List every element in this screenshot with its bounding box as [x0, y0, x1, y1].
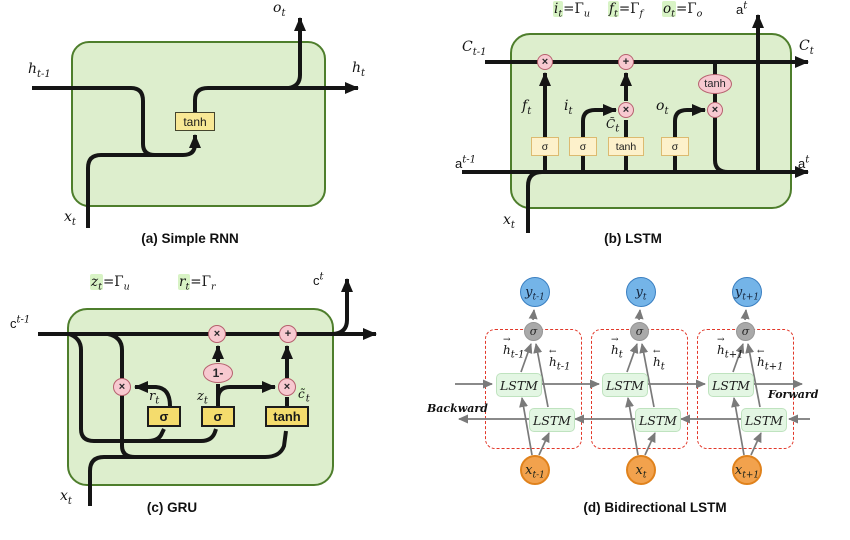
- bilstm-x-node-t+1: xt+1: [732, 455, 762, 485]
- bilstm-h-forward-label-t: →ht: [611, 335, 623, 361]
- lstm-c-tilde-label: C̃t: [606, 117, 620, 135]
- lstm-c-out-label: Ct: [799, 38, 814, 57]
- lstm-forget-sigma-gate: σ: [531, 137, 559, 156]
- bilstm-caption: (d) Bidirectional LSTM: [583, 500, 727, 515]
- gru-multiply-candidate-op: ×: [278, 378, 296, 396]
- gru-caption: (c) GRU: [146, 500, 198, 515]
- bilstm-sigma-node-t-1: σ: [524, 322, 543, 341]
- lstm-multiply-forget-op: ×: [537, 54, 553, 70]
- lstm-a-out-right-label: at: [798, 154, 810, 171]
- lstm-input-sigma-gate: σ: [569, 137, 597, 156]
- lstm-equation-i: it=Γu: [553, 1, 590, 20]
- bilstm-h-backward-label-t-1: ←ht-1: [549, 347, 571, 373]
- rnn-h-prev-label: ht-1: [28, 61, 51, 80]
- bilstm-backward-cell-t-1: LSTM: [529, 408, 575, 432]
- bilstm-forward-label: Forward: [768, 388, 819, 401]
- bilstm-h-forward-label-t-1: →ht-1: [503, 335, 525, 361]
- lstm-caption: (b) LSTM: [604, 231, 662, 246]
- lstm-f-label: ft: [522, 98, 532, 117]
- lstm-multiply-input-op: ×: [618, 102, 634, 118]
- bilstm-forward-cell-t+1: LSTM: [708, 373, 754, 397]
- gru-c-out-label: ct: [313, 271, 324, 288]
- gru-add-op: +: [279, 325, 297, 343]
- lstm-add-op: +: [618, 54, 634, 70]
- lstm-tanh-gate: tanh: [608, 137, 644, 156]
- gru-multiply-reset-op: ×: [113, 378, 131, 396]
- lstm-equation-f: ft=Γf: [608, 1, 644, 20]
- gru-reset-sigma-gate: σ: [147, 406, 181, 427]
- bilstm-x-node-t-1: xt-1: [520, 455, 550, 485]
- gru-x-input-label: xt: [60, 488, 72, 507]
- lstm-equation-o: ot=Γo: [662, 1, 703, 20]
- gru-c-prev-label: ct-1: [10, 314, 31, 331]
- gru-z-label: zt: [197, 389, 208, 407]
- lstm-i-label: it: [564, 98, 573, 117]
- bilstm-forward-cell-t-1: LSTM: [496, 373, 542, 397]
- lstm-a-prev-label: at-1: [455, 154, 476, 171]
- bilstm-h-forward-label-t+1: →ht+1: [717, 335, 744, 361]
- gru-update-sigma-gate: σ: [201, 406, 235, 427]
- lstm-tanh-ellipse: tanh: [698, 74, 732, 94]
- lstm-output-sigma-gate: σ: [661, 137, 689, 156]
- rnn-o-output-label: ot: [273, 0, 286, 19]
- bilstm-y-node-t-1: yt-1: [520, 277, 550, 307]
- rnn-tanh-label: tanh: [183, 114, 207, 129]
- bilstm-h-backward-label-t: ←ht: [653, 347, 665, 373]
- rnn-tanh-gate: tanh: [175, 112, 215, 131]
- bilstm-backward-label: Backward: [427, 402, 488, 415]
- lstm-x-input-label: xt: [503, 212, 515, 231]
- bilstm-backward-cell-t+1: LSTM: [741, 408, 787, 432]
- bilstm-y-node-t+1: yt+1: [732, 277, 762, 307]
- rnn-x-input-label: xt: [64, 209, 76, 228]
- lstm-a-out-top-label: at: [736, 0, 748, 17]
- gru-equation-z: zt=Γu: [90, 274, 130, 293]
- gru-c-tilde-label: c̃t: [297, 387, 310, 405]
- gru-r-label: rt: [149, 389, 160, 407]
- bilstm-x-node-t: xt: [626, 455, 656, 485]
- rnn-h-output-label: ht: [352, 60, 366, 79]
- bilstm-y-node-t: yt: [626, 277, 656, 307]
- bilstm-forward-cell-t: LSTM: [602, 373, 648, 397]
- bilstm-backward-cell-t: LSTM: [635, 408, 681, 432]
- rnn-caption: (a) Simple RNN: [141, 231, 239, 246]
- gru-multiply-update-op: ×: [208, 325, 226, 343]
- gru-equation-r: rt=Γr: [178, 274, 216, 293]
- gru-tanh-gate: tanh: [265, 406, 309, 427]
- lstm-c-prev-label: Ct-1: [462, 39, 487, 58]
- lstm-multiply-output-op: ×: [707, 102, 723, 118]
- lstm-o-label: ot: [656, 98, 669, 117]
- bilstm-h-backward-label-t+1: ←ht+1: [757, 347, 784, 373]
- bilstm-sigma-node-t+1: σ: [736, 322, 755, 341]
- bilstm-sigma-node-t: σ: [630, 322, 649, 341]
- gru-one-minus-ellipse: 1-: [203, 363, 233, 383]
